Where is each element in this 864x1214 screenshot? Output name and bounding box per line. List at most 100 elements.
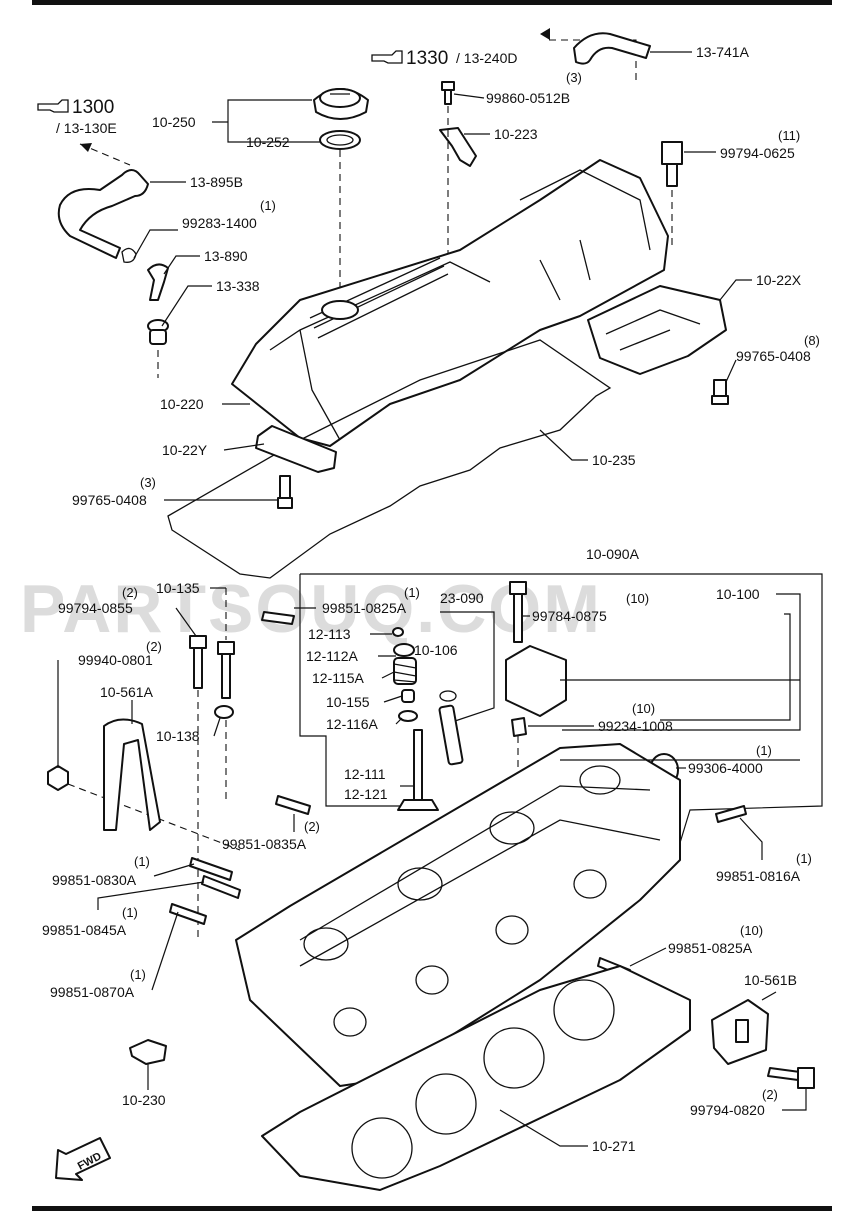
label-12-112a: 12-112A	[306, 648, 359, 664]
pointing-hand-icon	[37, 99, 69, 113]
bolt-alignment-line	[197, 690, 227, 940]
label-99851-0830a: 99851-0830A	[52, 872, 137, 888]
ref-1300: 1300	[72, 97, 114, 118]
label-10-22x: 10-22X	[756, 272, 802, 288]
oil-baffle-plate-right	[587, 285, 727, 375]
pcv-elbow	[147, 263, 169, 301]
label-10-135: 10-135	[156, 580, 200, 596]
cylinder-head	[235, 743, 681, 1087]
filler-cap-gasket-inner	[326, 134, 354, 146]
leader-99765-a	[725, 359, 737, 383]
forward-direction-arrow: FWD	[55, 1137, 111, 1181]
leader-10-235	[539, 429, 588, 461]
guide-clip	[439, 690, 457, 702]
qty-99851-0870a: (1)	[130, 967, 146, 982]
qty-99851-0835a: (2)	[304, 819, 320, 834]
label-10-106: 10-106	[414, 642, 458, 658]
head-cover-gasket	[167, 339, 612, 579]
leader-10-138	[213, 717, 221, 737]
arrowhead-icon	[80, 143, 92, 152]
qty-99283: (1)	[260, 198, 276, 213]
qty-99851-0825a-top: (1)	[404, 585, 420, 600]
camshaft-cap	[505, 645, 567, 717]
sensor-plug	[129, 1039, 167, 1065]
leader-12-116a	[395, 717, 403, 725]
qty-99794-0855: (2)	[122, 585, 138, 600]
leader-13-890	[163, 255, 200, 275]
label-23-090: 23-090	[440, 590, 484, 606]
engine-hanger-bracket-front	[103, 718, 161, 831]
leader-99860	[453, 93, 485, 99]
qty-99940: (2)	[146, 639, 162, 654]
leader-12-115a	[381, 671, 395, 679]
leader-10-250	[212, 99, 320, 143]
label-13-338: 13-338	[216, 278, 260, 294]
label-99784-0875: 99784-0875	[532, 608, 607, 624]
dowel-pin	[511, 717, 527, 737]
cover-bolt	[441, 81, 455, 105]
label-13-741a: 13-741A	[696, 44, 750, 60]
leader-13-338	[161, 285, 212, 327]
leader-99794-0820	[782, 1088, 807, 1111]
valve-seal	[401, 689, 415, 703]
valve-spring	[393, 657, 417, 685]
stud-bolt	[201, 875, 241, 899]
label-10-561a: 10-561A	[100, 684, 154, 700]
label-12-121: 12-121	[344, 786, 388, 802]
label-10-090a: 10-090A	[586, 546, 640, 562]
bracket-slot	[735, 1019, 749, 1043]
valve-keeper	[392, 627, 404, 637]
qty-99794-0820: (2)	[762, 1087, 778, 1102]
label-10-223: 10-223	[494, 126, 538, 142]
label-12-113: 12-113	[308, 626, 351, 642]
label-99794-0820: 99794-0820	[690, 1102, 765, 1118]
breather-hose	[57, 169, 149, 259]
stud-bolt	[261, 611, 295, 625]
label-99306-4000: 99306-4000	[688, 760, 763, 776]
qty-99851-0845a: (1)	[122, 905, 138, 920]
reference-leader-1330	[548, 39, 637, 80]
cylinder-head-cover	[231, 159, 669, 447]
qty-99306: (1)	[756, 743, 772, 758]
label-99234-1008: 99234-1008	[598, 718, 673, 734]
label-13-890: 13-890	[204, 248, 248, 264]
oil-baffle-plate-left	[255, 425, 337, 473]
qty-99234: (10)	[632, 701, 655, 716]
label-10-235: 10-235	[592, 452, 636, 468]
qty-99851-0816a: (1)	[796, 851, 812, 866]
label-13-895b: 13-895B	[190, 174, 243, 190]
label-99851-0870a: 99851-0870A	[50, 984, 135, 1000]
valve-guide	[438, 704, 464, 766]
leader-10-271	[499, 1109, 588, 1147]
qty-99784: (10)	[626, 591, 649, 606]
nut-alignment-line	[67, 783, 241, 851]
leader-99794-0855	[175, 607, 197, 637]
baffle-detail	[605, 309, 701, 351]
label-10-561b: 10-561B	[744, 972, 797, 988]
label-12-115a: 12-115A	[312, 670, 365, 686]
oil-filler-cap	[313, 88, 369, 120]
leader-10-100-alt	[660, 613, 791, 721]
label-10-22y: 10-22Y	[162, 442, 208, 458]
valve-spring-retainer	[393, 643, 415, 657]
label-99851-0845a: 99851-0845A	[42, 922, 127, 938]
label-10-250: 10-250	[152, 114, 196, 130]
leader-99283	[133, 229, 178, 259]
cover-bolt-long	[661, 141, 683, 187]
reference-leader-1300	[79, 143, 131, 166]
baffle-screw	[277, 475, 293, 509]
stud-bolt	[169, 903, 207, 925]
cylinder-head-gasket	[261, 965, 691, 1191]
pcv-valve	[147, 319, 169, 345]
leader-99851-0845a	[97, 881, 205, 910]
bracket-bolt	[767, 1067, 815, 1089]
leader-10-155	[383, 695, 403, 703]
group-box-10-090a	[300, 573, 823, 857]
label-99940-0801: 99940-0801	[78, 652, 153, 668]
arrowhead-icon	[540, 28, 550, 40]
spring-seat	[398, 710, 418, 722]
label-99283-1400: 99283-1400	[182, 215, 257, 231]
group-box-23-090	[440, 611, 495, 723]
